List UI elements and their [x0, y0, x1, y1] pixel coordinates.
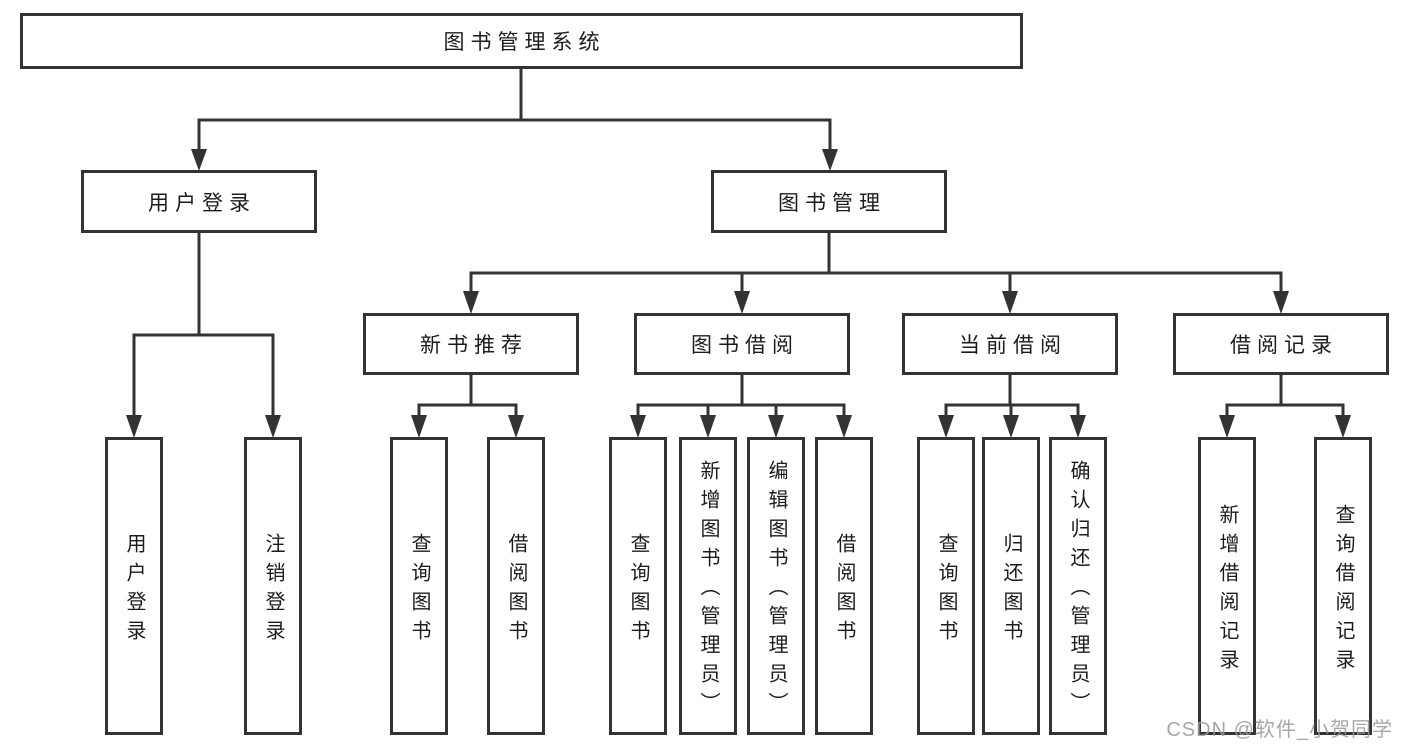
arrowhead-icon — [463, 291, 479, 314]
node-borrow-borrow-books: 借阅图书 — [815, 437, 873, 735]
arrowhead-icon — [508, 415, 524, 438]
arrowhead-icon — [630, 415, 646, 438]
node-book-borrow: 图书借阅 — [634, 313, 850, 375]
node-login-logout: 注销登录 — [244, 437, 302, 735]
node-recommend-query-books: 查询图书 — [390, 437, 448, 735]
node-current-query-books: 查询图书 — [917, 437, 975, 735]
arrowhead-icon — [822, 149, 838, 171]
arrowhead-icon — [1273, 291, 1289, 314]
arrowhead-icon — [191, 149, 207, 171]
arrowhead-icon — [1003, 415, 1019, 438]
arrowhead-icon — [734, 291, 750, 314]
node-current-return-books: 归还图书 — [982, 437, 1040, 735]
node-current-borrow: 当前借阅 — [902, 313, 1118, 375]
node-current-confirm-return-admin: 确认归还（管理员） — [1049, 437, 1107, 735]
node-records-add-record: 新增借阅记录 — [1198, 437, 1256, 735]
arrowhead-icon — [700, 415, 716, 438]
arrowhead-icon — [1219, 415, 1235, 438]
arrowhead-icon — [1335, 415, 1351, 438]
arrowhead-icon — [836, 415, 852, 438]
node-borrow-edit-books-admin: 编辑图书（管理员） — [747, 437, 805, 735]
node-borrow-records: 借阅记录 — [1173, 313, 1389, 375]
node-login-user-login: 用户登录 — [105, 437, 163, 735]
node-records-query-record: 查询借阅记录 — [1314, 437, 1372, 735]
arrowhead-icon — [126, 415, 142, 438]
arrowhead-icon — [938, 415, 954, 438]
node-borrow-add-books-admin: 新增图书（管理员） — [679, 437, 737, 735]
node-root-system: 图书管理系统 — [20, 13, 1023, 69]
arrowhead-icon — [265, 415, 281, 438]
node-borrow-query-books: 查询图书 — [609, 437, 667, 735]
arrowhead-icon — [1002, 291, 1018, 314]
node-new-book-recommend: 新书推荐 — [363, 313, 579, 375]
arrowhead-icon — [768, 415, 784, 438]
arrowhead-icon — [1070, 415, 1086, 438]
node-recommend-borrow-books: 借阅图书 — [487, 437, 545, 735]
arrowhead-icon — [411, 415, 427, 438]
csdn-watermark: CSDN @软件_小贺同学 — [1166, 719, 1393, 741]
node-user-login: 用户登录 — [81, 170, 317, 233]
node-book-management: 图书管理 — [711, 170, 947, 233]
